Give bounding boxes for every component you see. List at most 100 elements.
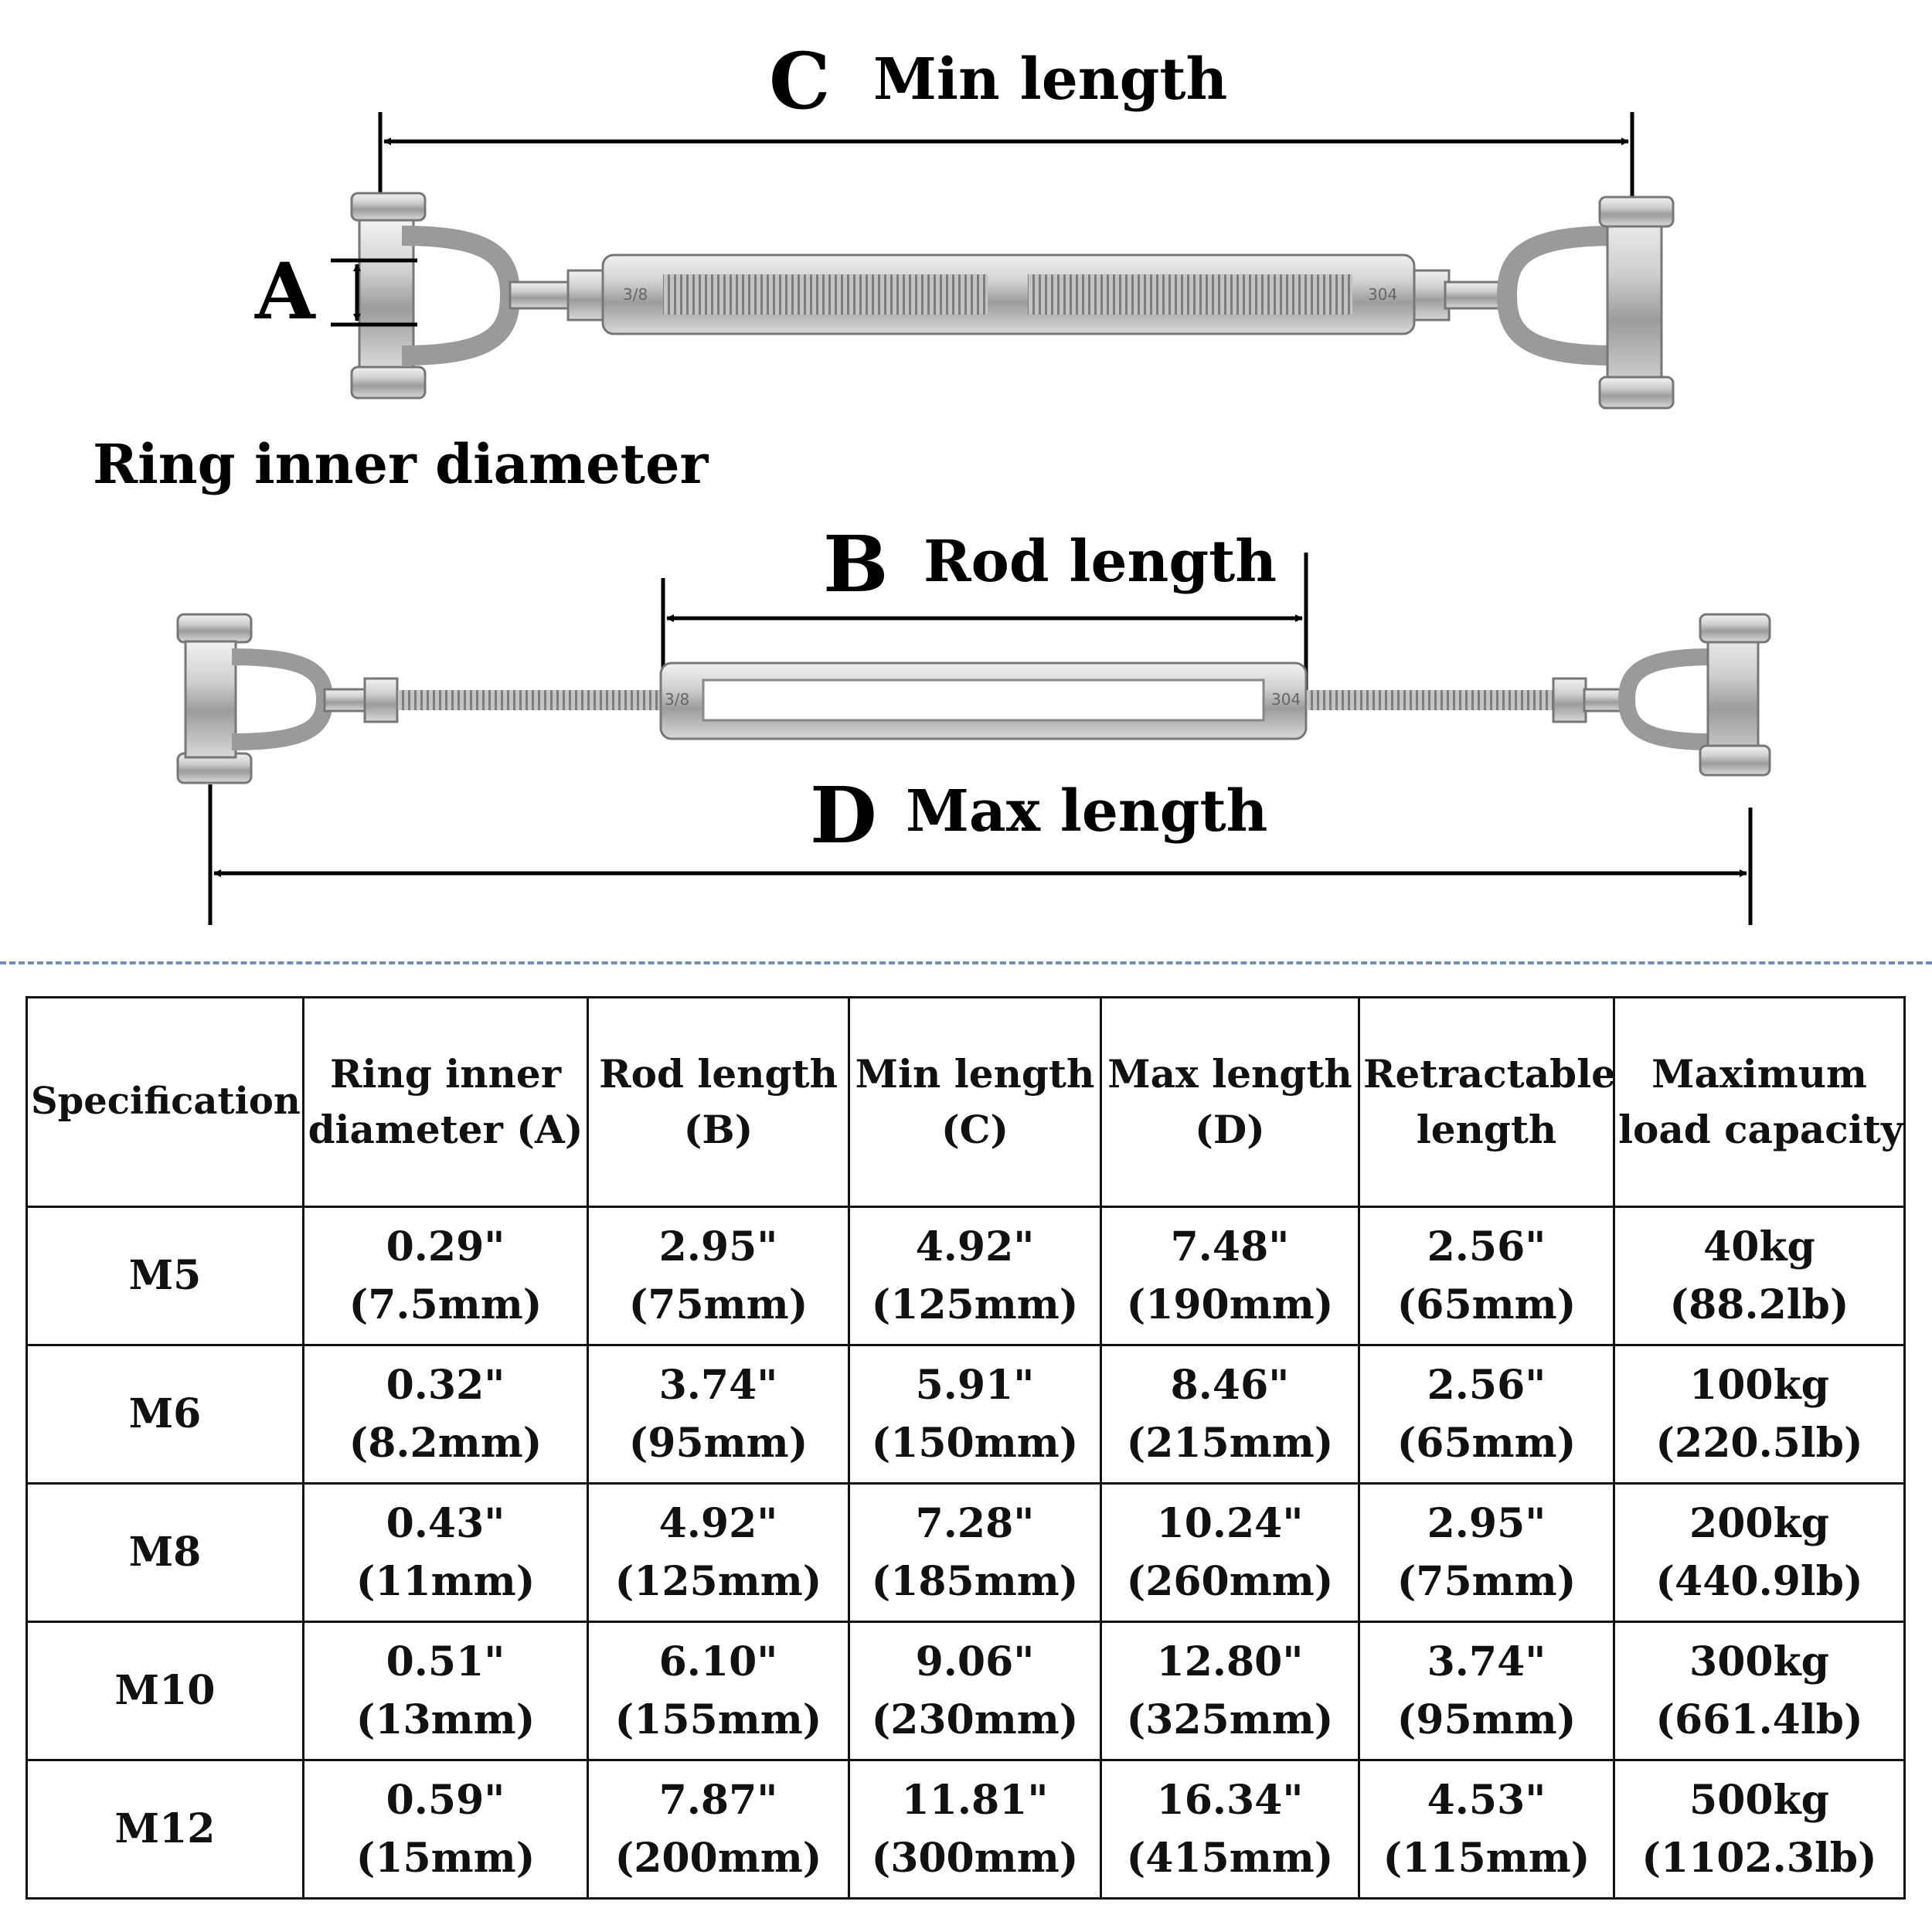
value-inch: 0.43" bbox=[386, 1499, 505, 1547]
value-inch: 12.80" bbox=[1156, 1638, 1304, 1685]
value-cell: 0.32"(8.2mm) bbox=[302, 1344, 589, 1485]
value-cell: 2.95"(75mm) bbox=[587, 1206, 850, 1346]
value-inch: 10.24" bbox=[1156, 1499, 1304, 1547]
value-cell: 3.74" (95mm) bbox=[587, 1344, 850, 1485]
turnbuckle-extended-image: 3/8 304 bbox=[176, 613, 1771, 784]
value-cell: 0.51" (13mm) bbox=[302, 1621, 589, 1761]
value-metric: (15mm) bbox=[355, 1835, 536, 1882]
value-inch: 4.53" bbox=[1427, 1776, 1546, 1824]
value-metric: (88.2lb) bbox=[1669, 1281, 1849, 1328]
table-row: M12 0.59" (15mm) 7.87"(200mm) 11.81" (300mm)1… bbox=[26, 1759, 1906, 1900]
header-cell: Rod length(B) bbox=[587, 996, 850, 1208]
value-cell: 300kg(661.4lb) bbox=[1613, 1621, 1906, 1761]
value-metric: (115mm) bbox=[1383, 1835, 1590, 1882]
spec-cell: M6 bbox=[26, 1344, 304, 1485]
value-metric: (13mm) bbox=[355, 1696, 536, 1743]
value-cell: 100kg(220.5lb) bbox=[1613, 1344, 1906, 1485]
max-length-dimension: D Max length bbox=[208, 770, 1753, 925]
stamp-left: 3/8 bbox=[623, 285, 648, 304]
value-cell: 0.59" (15mm) bbox=[302, 1759, 589, 1900]
value-metric: (1102.3lb) bbox=[1641, 1835, 1877, 1882]
value-cell: 2.56"(65mm) bbox=[1358, 1344, 1615, 1485]
stamp-right-2: 304 bbox=[1271, 690, 1301, 709]
header-cell: Max length (D) bbox=[1100, 996, 1360, 1208]
value-cell: 4.53" (115mm) bbox=[1358, 1759, 1615, 1900]
rod-length-letter: B bbox=[823, 519, 889, 610]
value-metric: (661.4lb) bbox=[1655, 1696, 1863, 1743]
value-metric: (125mm) bbox=[871, 1281, 1079, 1328]
header-line: Retractable bbox=[1363, 1050, 1616, 1097]
value-inch: 0.29" bbox=[386, 1223, 505, 1270]
value-metric: (230mm) bbox=[871, 1696, 1079, 1743]
value-metric: (415mm) bbox=[1126, 1835, 1334, 1882]
header-line: Min length bbox=[855, 1050, 1095, 1097]
value-inch: 200kg bbox=[1689, 1499, 1829, 1547]
value-metric: (300mm) bbox=[871, 1835, 1079, 1882]
value-inch: 7.48" bbox=[1170, 1223, 1290, 1270]
value-metric: (7.5mm) bbox=[349, 1281, 543, 1328]
value-metric: (75mm) bbox=[1396, 1558, 1577, 1605]
value-metric: (65mm) bbox=[1396, 1420, 1577, 1467]
value-inch: 11.81" bbox=[901, 1776, 1049, 1824]
rod-length-label: Rod length bbox=[923, 529, 1277, 595]
value-cell: 4.92" (125mm) bbox=[848, 1206, 1102, 1346]
value-cell: 0.43"(11mm) bbox=[302, 1482, 589, 1623]
min-length-dimension: C Min length bbox=[378, 36, 1634, 202]
stamp-right: 304 bbox=[1368, 285, 1397, 304]
value-inch: 4.92" bbox=[915, 1223, 1035, 1270]
value-metric: (125mm) bbox=[614, 1558, 822, 1605]
value-metric: (185mm) bbox=[871, 1558, 1079, 1605]
header-line: (B) bbox=[683, 1107, 753, 1152]
min-length-label: Min length bbox=[873, 46, 1227, 113]
header-line: (D) bbox=[1195, 1107, 1265, 1152]
value-inch: 7.28" bbox=[915, 1499, 1035, 1547]
value-cell: 2.95" (75mm) bbox=[1358, 1482, 1615, 1623]
value-metric: (260mm) bbox=[1126, 1558, 1334, 1605]
value-metric: (8.2mm) bbox=[349, 1420, 543, 1467]
min-length-letter: C bbox=[769, 36, 831, 127]
value-inch: 2.56" bbox=[1427, 1223, 1546, 1270]
value-cell: 6.10" (155mm) bbox=[587, 1621, 850, 1761]
header-line: Specification bbox=[31, 1080, 301, 1124]
value-cell: 11.81" (300mm) bbox=[848, 1759, 1102, 1900]
value-inch: 3.74" bbox=[658, 1361, 778, 1409]
value-metric: (440.9lb) bbox=[1655, 1558, 1863, 1605]
dashed-divider bbox=[0, 961, 1932, 964]
value-metric: (220.5lb) bbox=[1655, 1420, 1863, 1467]
value-cell: 8.46"(215mm) bbox=[1100, 1344, 1360, 1485]
value-inch: 6.10" bbox=[658, 1638, 778, 1685]
value-inch: 3.74" bbox=[1427, 1638, 1546, 1685]
value-metric: (155mm) bbox=[614, 1696, 822, 1743]
value-metric: (190mm) bbox=[1126, 1281, 1334, 1328]
header-line: Max length bbox=[1107, 1050, 1352, 1097]
header-cell: Min length(C) bbox=[848, 996, 1102, 1208]
value-inch: 8.46" bbox=[1170, 1361, 1290, 1409]
value-metric: (75mm) bbox=[628, 1281, 808, 1328]
spec-cell: M10 bbox=[26, 1621, 304, 1761]
header-cell: Specification bbox=[26, 996, 304, 1208]
header-line: diameter (A) bbox=[308, 1107, 583, 1152]
value-cell: 7.87"(200mm) bbox=[587, 1759, 850, 1900]
value-cell: 9.06"(230mm) bbox=[848, 1621, 1102, 1761]
value-metric: (95mm) bbox=[628, 1420, 808, 1467]
value-cell: 7.48" (190mm) bbox=[1100, 1206, 1360, 1346]
value-cell: 7.28" (185mm) bbox=[848, 1482, 1102, 1623]
value-inch: 5.91" bbox=[915, 1361, 1035, 1409]
stamp-left-2: 3/8 bbox=[665, 690, 689, 709]
value-cell: 500kg(1102.3lb) bbox=[1613, 1759, 1906, 1900]
value-inch: 2.95" bbox=[1427, 1499, 1546, 1547]
value-inch: 0.51" bbox=[386, 1638, 505, 1685]
value-cell: 2.56"(65mm) bbox=[1358, 1206, 1615, 1346]
spec-cell: M12 bbox=[26, 1759, 304, 1900]
value-inch: 0.59" bbox=[386, 1776, 505, 1824]
value-cell: 3.74"(95mm) bbox=[1358, 1621, 1615, 1761]
max-length-label: Max length bbox=[906, 778, 1267, 845]
value-metric: (200mm) bbox=[614, 1835, 822, 1882]
value-inch: 4.92" bbox=[658, 1499, 778, 1547]
